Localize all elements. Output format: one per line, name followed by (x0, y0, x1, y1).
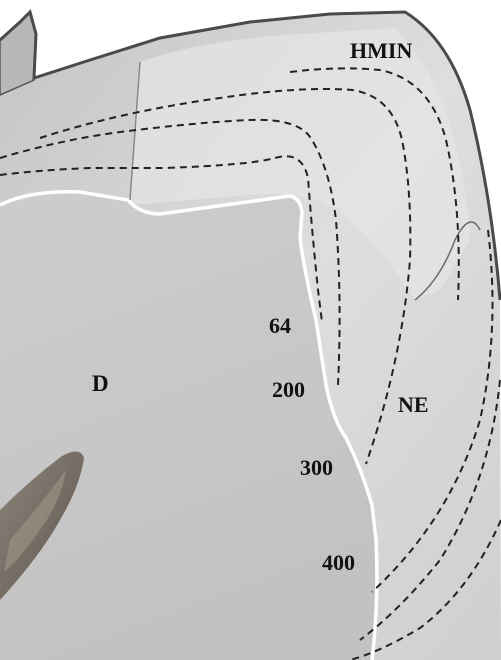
label-depth-400: 400 (322, 552, 355, 574)
label-depth-200: 200 (272, 379, 305, 401)
label-d: D (92, 372, 109, 395)
label-depth-64: 64 (269, 315, 291, 337)
label-hmin: HMIN (350, 40, 412, 62)
label-depth-300: 300 (300, 457, 333, 479)
label-ne: NE (398, 394, 429, 416)
